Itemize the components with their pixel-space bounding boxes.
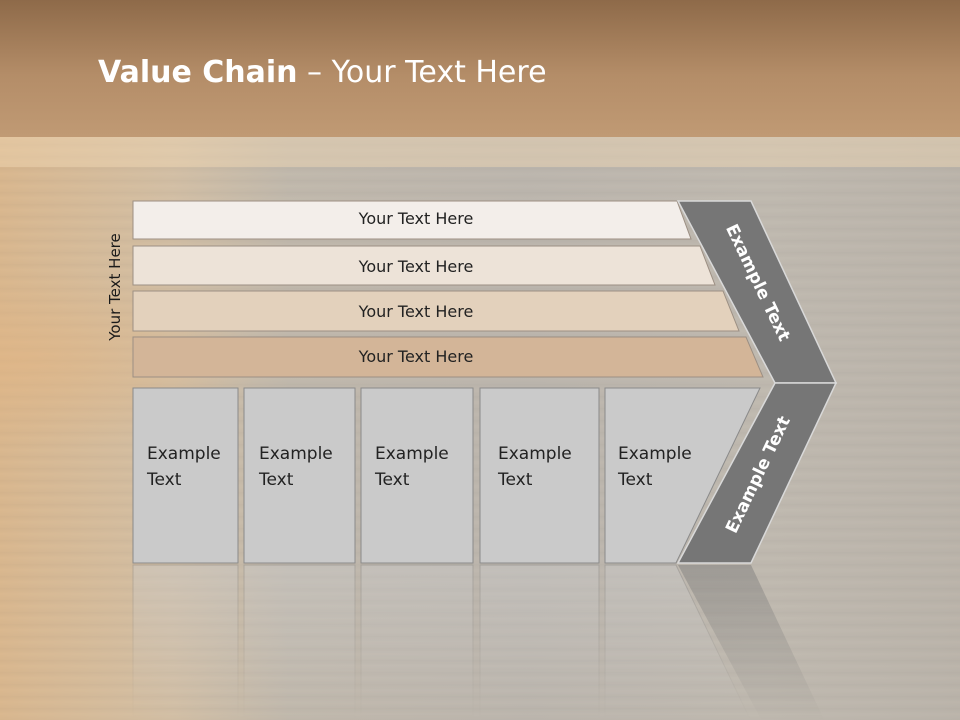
- primary-box-2-line1: Example: [259, 444, 333, 464]
- primary-box-2-line2: Text: [258, 470, 294, 490]
- title-banner: [0, 0, 960, 137]
- support-row-3[interactable]: [132, 290, 740, 332]
- support-rows: Your Text Here Your Text Here Your Text …: [132, 200, 764, 378]
- support-row-1-label: Your Text Here: [358, 209, 474, 228]
- primary-box-3[interactable]: [360, 387, 474, 564]
- support-row-4[interactable]: [132, 336, 764, 378]
- slide-title-rest: – Your Text Here: [297, 55, 547, 90]
- primary-box-1[interactable]: [132, 387, 239, 564]
- primary-box-1-line1: Example: [147, 444, 221, 464]
- primary-box-4-line1: Example: [498, 444, 572, 464]
- primary-box-4-line2: Text: [497, 470, 533, 490]
- slide-title: Value Chain – Your Text Here: [98, 55, 547, 90]
- primary-box-3-line1: Example: [375, 444, 449, 464]
- primary-box-5-line1: Example: [618, 444, 692, 464]
- title-banner-shadow: [0, 137, 960, 167]
- diagram-reflection: [132, 564, 825, 720]
- primary-box-1-line2: Text: [146, 470, 182, 490]
- support-row-4-label: Your Text Here: [358, 347, 474, 366]
- primary-box-3-line2: Text: [374, 470, 410, 490]
- support-row-2[interactable]: [132, 245, 716, 286]
- margin-chevron-bottom[interactable]: [676, 382, 838, 564]
- primary-boxes: Example Text Example Text Example Text E…: [132, 387, 761, 564]
- support-row-1[interactable]: [132, 200, 692, 240]
- slide-title-bold: Value Chain: [98, 55, 298, 90]
- support-row-3-label: Your Text Here: [358, 302, 474, 321]
- support-row-2-label: Your Text Here: [358, 257, 474, 276]
- primary-box-2[interactable]: [243, 387, 356, 564]
- primary-box-5-line2: Text: [617, 470, 653, 490]
- primary-box-5[interactable]: [604, 387, 761, 564]
- primary-box-4[interactable]: [479, 387, 600, 564]
